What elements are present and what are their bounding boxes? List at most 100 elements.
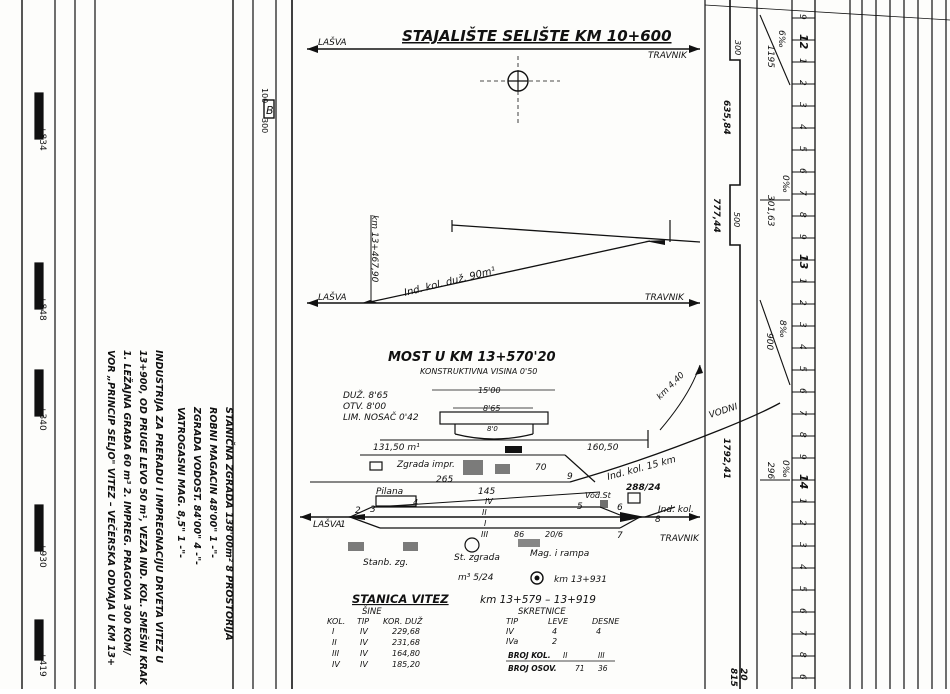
- st-ind-kol: Ind. kol. 15 km: [606, 454, 677, 483]
- chainage-label: 3: [797, 322, 807, 328]
- profile-500: 500: [732, 212, 741, 227]
- note-line-7: 1. LEŽAJNA GRAĐA 60 m³ 2. IMPREG. PRAGOV…: [121, 350, 132, 656]
- profile-line: [729, 0, 741, 689]
- chainage-label: 9: [797, 454, 807, 460]
- switch-kol-2: II: [563, 651, 568, 660]
- chainage-label: 7: [797, 190, 807, 196]
- chainage-label: 1: [797, 498, 807, 504]
- right-grid-lines: [704, 0, 950, 689]
- chainage-label: 2: [797, 80, 807, 86]
- note-line-6: 13+900, OD PRUGE LEVO 50 m¹, VEZA IND. K…: [137, 350, 148, 685]
- table-cell: IV: [360, 638, 368, 647]
- marker-100: 100: [260, 88, 269, 103]
- left-km-1: +834: [37, 126, 47, 151]
- st-length-right: 160,50: [587, 443, 619, 453]
- chainage-label: 8: [797, 432, 807, 438]
- chainage-label: 4: [797, 124, 807, 130]
- table-cell: II: [332, 638, 337, 647]
- switch-h-desne: DESNE: [592, 617, 620, 626]
- table-cell: IV: [506, 627, 514, 636]
- grade-4-slope: 0‰: [780, 460, 790, 478]
- station-range: km 13+579 – 13+919: [480, 594, 596, 606]
- st-ind-kol-short: Ind. kol.: [658, 505, 694, 515]
- note-line-4: VATROGASNI MAG. 8,5" 1 -"-: [175, 407, 186, 558]
- table-cell: 2: [552, 637, 557, 646]
- note-line-2: ROBNI MAGACIN 48'00" 1 -"-: [207, 407, 218, 558]
- chainage-label: 3: [797, 542, 807, 548]
- tracks-heading: ŠINE: [362, 605, 382, 617]
- b-marker: B 100 300: [260, 88, 275, 133]
- chainage-label: 5: [797, 366, 807, 372]
- profile-635: 635,84: [721, 100, 731, 135]
- chainage-label: 13: [797, 254, 810, 270]
- industrial-siding: LAŠVA TRAVNIK km 13+467,90 Ind. kol. duž…: [307, 215, 701, 307]
- switch-osov-label: BROJ OSOV.: [508, 664, 557, 673]
- st-km931: km 13+931: [554, 575, 607, 585]
- table-cell: IVa: [506, 637, 518, 646]
- bridge-dim-low: 8'0: [487, 425, 498, 433]
- grade-3-len: 900: [764, 333, 774, 350]
- bridge-spec-1: DUŽ. 8'65: [343, 389, 388, 401]
- st-track-IV: IV: [485, 497, 493, 506]
- profile-300: 300: [733, 40, 742, 55]
- chainage-label: 4: [797, 344, 807, 350]
- table-cell: 4: [552, 627, 557, 636]
- st-n8: 8: [655, 515, 661, 525]
- tracks-h-kol: KOL.: [327, 617, 345, 626]
- marker-b-label: B: [266, 104, 274, 117]
- chainage-label: 2: [797, 300, 807, 306]
- grade-2-len: 301,63: [765, 195, 775, 227]
- table-cell: 185,20: [392, 660, 420, 669]
- st-n9: 9: [567, 472, 573, 482]
- switch-kol-label: BROJ KOL.: [508, 651, 551, 660]
- left-grid-lines: [21, 0, 293, 689]
- stop-dir-travnik: TRAVNIK: [648, 51, 688, 61]
- chainage-label: 4: [797, 564, 807, 570]
- st-zgrada-impr: Zgrada impr.: [396, 460, 455, 470]
- table-cell: IV: [332, 660, 340, 669]
- bridge: MOST U KM 13+570'20 KONSTRUKTIVNA VISINA…: [343, 350, 556, 440]
- grade-1-len: 1195: [765, 45, 775, 68]
- st-track-II: II: [482, 508, 487, 517]
- switch-kol-3: III: [598, 651, 605, 660]
- st-n86: 86: [514, 530, 524, 539]
- st-n20-6: 20/6: [545, 530, 563, 539]
- chainage-label: 8: [797, 652, 807, 658]
- station-title: STANICA VITEZ: [352, 592, 449, 606]
- ind-track-label: Ind. kol. duž. 90m¹: [403, 265, 497, 299]
- chainage-label: 7: [797, 410, 807, 416]
- chainage-label: 8: [797, 212, 807, 218]
- stop-title: STAJALIŠTE SELIŠTE KM 10+600: [402, 25, 672, 45]
- stop-selishte: STAJALIŠTE SELIŠTE KM 10+600 LAŠVA TRAVN…: [307, 25, 700, 125]
- st-length-left: 131,50 m¹: [373, 443, 420, 453]
- table-cell: 231,68: [392, 638, 420, 647]
- chainage-label: 1: [797, 278, 807, 284]
- st-pilana: Pilana: [376, 487, 403, 497]
- st-stanb: Stanb. zg.: [363, 558, 408, 568]
- switch-heading: SKRETNICE: [518, 607, 566, 617]
- bridge-spec-3: LIM. NOSAČ 0'42: [343, 411, 419, 423]
- note-line-1: STANIČNA ZGRADA 138'00m² 8 PROSTORIJA: [223, 407, 234, 641]
- chainage-label: 7: [797, 630, 807, 636]
- profile-815: 815: [728, 668, 738, 687]
- station-tables: STANICA VITEZ km 13+579 – 13+919 ŠINE KO…: [327, 592, 620, 673]
- bridge-spec-2: OTV. 8'00: [343, 402, 386, 412]
- grade-3-slope: 8‰: [777, 320, 787, 338]
- chainage-label: 14: [797, 474, 810, 489]
- st-m3: m³ 5/24: [458, 573, 494, 583]
- chainage-label: 5: [797, 146, 807, 152]
- bridge-subtitle: KONSTRUKTIVNA VISINA 0'50: [420, 367, 537, 376]
- chainage-label: 6: [797, 168, 807, 174]
- st-n70: 70: [535, 463, 547, 473]
- st-zgrada: St. zgrada: [454, 553, 500, 563]
- profile-20: 20: [738, 668, 748, 681]
- tracks-h-tip: TIP: [357, 617, 369, 626]
- chainage-label: 9: [797, 14, 807, 20]
- ind-dir-travnik: TRAVNIK: [645, 293, 685, 303]
- left-km-posts: +834 +848 +340 +930 +419: [34, 92, 47, 677]
- table-cell: IV: [360, 660, 368, 669]
- st-km440: km 4,40: [655, 370, 687, 402]
- switch-osov-36: 36: [598, 664, 608, 673]
- profile-777: 777,44: [711, 198, 721, 233]
